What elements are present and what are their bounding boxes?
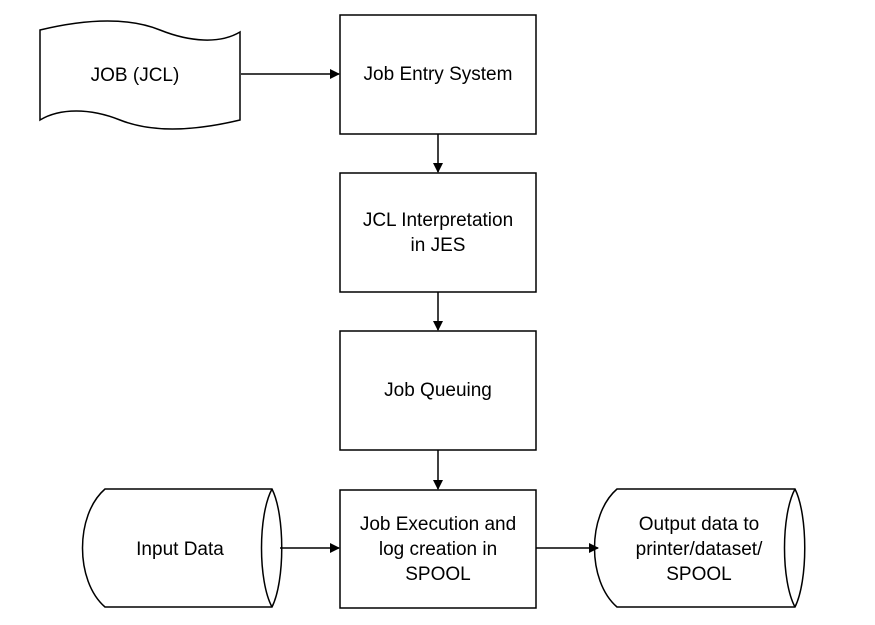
job-execution-box (339, 489, 537, 609)
output-data-label: Output data to printer/dataset/ SPOOL (635, 513, 763, 585)
job-jcl-label: JOB (JCL) (90, 64, 180, 86)
job-queuing-box (339, 330, 537, 451)
job-execution-label: Job Execution and log creation in SPOOL (359, 513, 517, 585)
output-data-shape-inner-curve (783, 488, 796, 608)
input-data-shape-inner-curve (260, 488, 273, 608)
output-data-shape (593, 488, 806, 608)
job-entry-system-box (339, 14, 537, 135)
job-document-shape (39, 20, 241, 130)
job-entry-system-label: Job Entry System (363, 64, 513, 85)
jcl-interpretation-label: JCL Interpretation in JES (362, 209, 514, 256)
job-queuing-label: Job Queuing (384, 380, 492, 401)
input-data-shape (81, 488, 283, 608)
input-data-label: Input Data (136, 538, 224, 560)
